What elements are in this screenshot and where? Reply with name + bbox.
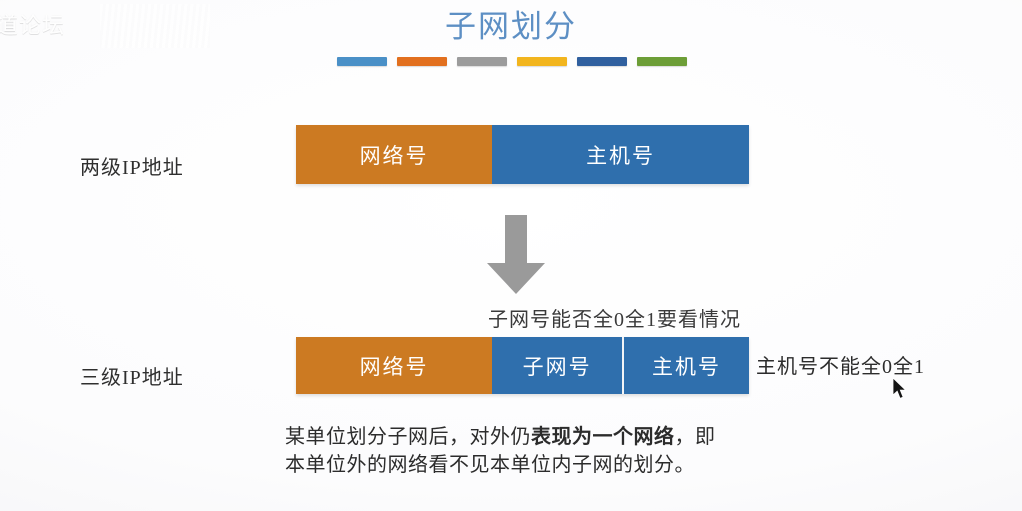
decor-bar-green: [637, 57, 687, 66]
field-network-id-two-level: 网络号: [296, 125, 493, 184]
diagram-three-level-ip: 网络号 子网号 主机号: [296, 337, 749, 394]
summary-line2: 本单位外的网络看不见本单位内子网的划分。: [285, 454, 695, 476]
field-subnet-id-three-level: 子网号: [492, 337, 623, 394]
summary-paragraph: 某单位划分子网后，对外仍表现为一个网络，即 本单位外的网络看不见本单位内子网的划…: [285, 423, 805, 479]
field-host-id-three-level: 主机号: [622, 337, 749, 394]
field-host-id-two-level: 主机号: [492, 125, 749, 184]
summary-line1-prefix: 某单位划分子网后，对外仍: [285, 426, 531, 448]
decor-bar-orange: [397, 57, 447, 66]
diagram-two-level-ip: 网络号 主机号: [296, 125, 749, 184]
down-arrow-icon: [485, 215, 547, 295]
row-label-three-level-ip: 三级IP地址: [80, 367, 184, 389]
page-title: 子网划分: [445, 9, 577, 44]
annotation-subnet-all-zero-one: 子网号能否全0全1要看情况: [488, 309, 741, 331]
decorative-color-bars: [337, 57, 687, 68]
mouse-pointer-icon: [892, 377, 909, 401]
decor-bar-gray: [457, 57, 507, 66]
decor-bar-yellow: [517, 57, 567, 66]
annotation-host-not-all-zero-one: 主机号不能全0全1: [756, 356, 925, 378]
field-network-id-three-level: 网络号: [296, 337, 493, 394]
summary-line1-suffix: ，即: [674, 426, 716, 448]
decor-bar-blue-light: [337, 57, 387, 66]
row-label-two-level-ip: 两级IP地址: [80, 157, 184, 179]
summary-line1-emphasis: 表现为一个网络: [531, 426, 675, 448]
decor-bar-blue-dark: [577, 57, 627, 66]
